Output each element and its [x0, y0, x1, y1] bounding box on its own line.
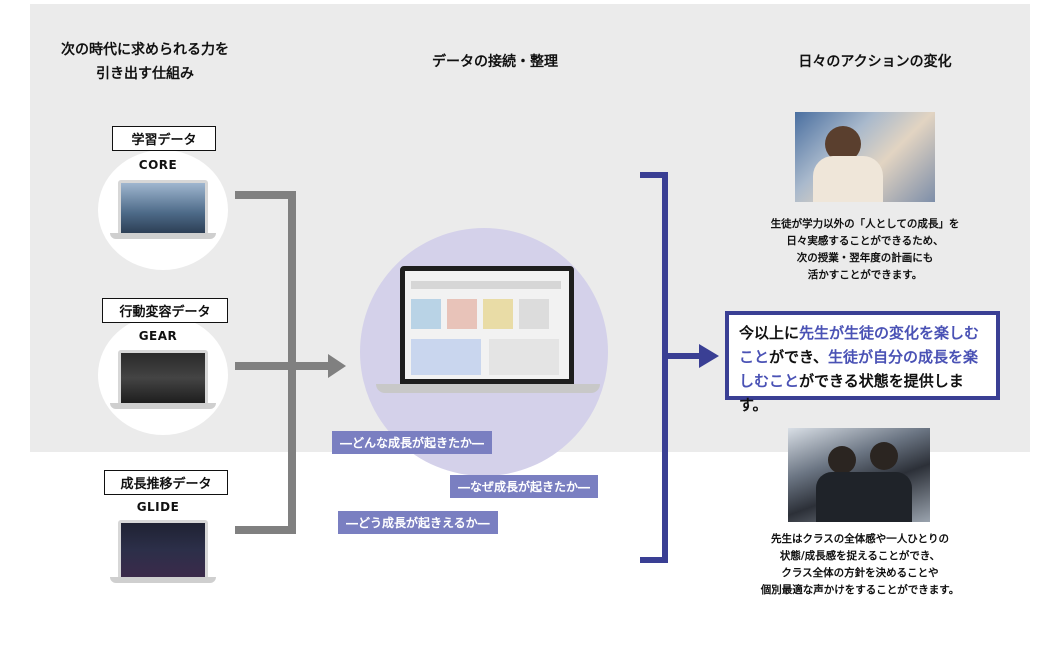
source-name-glide: GLIDE	[136, 500, 180, 514]
student-enjoy-highlight: 生徒が自分の成長を楽しむこと	[739, 348, 978, 390]
dashboard-card	[411, 299, 441, 329]
left-header-line2: 引き出す仕組み	[96, 66, 194, 82]
question-tag-why: ―なぜ成長が起きたか―	[450, 475, 599, 498]
core-laptop-base	[110, 233, 216, 239]
teacher-enjoy-highlight: 先生が生徒の変化を楽しむこと	[739, 324, 980, 366]
source-label-core: 学習データ	[112, 126, 216, 151]
center-laptop-base	[376, 384, 600, 393]
blue-output-bracket	[640, 172, 719, 563]
left-header-line1: 次の時代に求められる力を	[61, 42, 229, 58]
glide-laptop-screen	[118, 520, 208, 580]
left-column-header: 次の時代に求められる力を 引き出す仕組み	[40, 38, 250, 86]
blue-arrow-head	[699, 344, 719, 368]
center-column-header: データの接続・整理	[432, 54, 558, 70]
gear-laptop-base	[110, 403, 216, 409]
source-name-core: CORE	[138, 158, 178, 172]
bottom-caption: 先生はクラスの全体感や一人ひとりの 状態/成長感を捉えることができ、 クラス全体…	[760, 533, 960, 596]
gray-arrow-head	[328, 354, 346, 378]
value-statement-box: 今以上に先生が生徒の変化を楽しむことができ、生徒が自分の成長を楽しむことができる…	[725, 311, 1000, 414]
source-name-gear: GEAR	[138, 329, 178, 343]
question-tag-what: ―どんな成長が起きたか―	[332, 431, 493, 454]
source-label-gear: 行動変容データ	[102, 298, 228, 323]
student-tablet-photo	[795, 112, 935, 202]
teachers-laptop-photo	[788, 428, 930, 522]
gear-laptop-screen	[118, 350, 208, 406]
dashboard-card	[519, 299, 549, 329]
gray-merge-bracket	[235, 191, 346, 534]
right-column-header: 日々のアクションの変化	[798, 54, 952, 70]
source-label-glide: 成長推移データ	[104, 470, 228, 495]
glide-laptop-base	[110, 577, 216, 583]
question-tag-how: ―どう成長が起きえるか―	[338, 511, 498, 534]
dashboard-card	[447, 299, 477, 329]
dashboard-screen	[400, 266, 574, 384]
dashboard-panel	[411, 339, 481, 375]
core-laptop-screen	[118, 180, 208, 236]
dashboard-card	[483, 299, 513, 329]
top-caption: 生徒が学力以外の「人としての成長」を 日々実感することができるため、 次の授業・…	[770, 218, 960, 281]
dashboard-panel	[489, 339, 559, 375]
